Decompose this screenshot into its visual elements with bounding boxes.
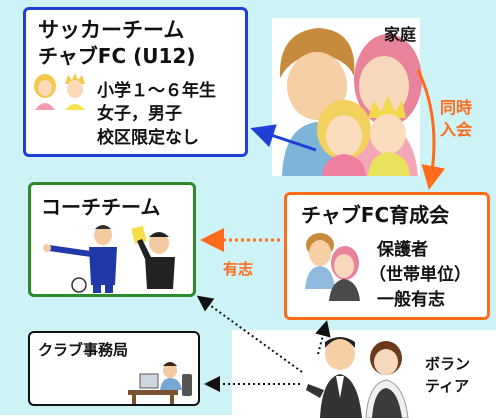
family-to-team-arrow (250, 124, 317, 152)
soccer-team-line3: 校区限定なし (97, 128, 199, 148)
parents-icon (305, 233, 360, 301)
volunteers-icon (306, 337, 409, 418)
boy-icon (65, 73, 85, 110)
volunteer-to-coach-arrow (196, 295, 303, 373)
volunteer-arrow-label: 有志 (223, 260, 254, 278)
family-area: 家庭 (272, 18, 422, 176)
coach-illustration-icon (43, 225, 175, 293)
office-worker-icon (128, 362, 192, 404)
family-illustration-icon (279, 28, 422, 176)
family-to-ikuseikai-arrow (416, 69, 446, 190)
girl-icon (34, 74, 56, 110)
join-label-line2: 入会 (440, 120, 473, 139)
family-label: 家庭 (384, 25, 417, 44)
volunteer-label-line2: ティア (425, 377, 470, 395)
soccer-team-line2: 女子，男子 (97, 104, 182, 124)
coach-team-title: コーチチーム (41, 195, 161, 219)
ikuseikai-line3: 一般有志 (377, 290, 445, 310)
ikuseikai-line2: （世帯単位） (369, 265, 471, 285)
ikuseikai-box: チャブFC育成会 保護者 （世帯単位） 一般有志 (284, 192, 490, 320)
join-label-line1: 同時 (440, 98, 473, 117)
club-office-box: クラブ事務局 (28, 331, 200, 406)
volunteer-label-line1: ボラン (425, 355, 471, 373)
club-office-title: クラブ事務局 (38, 341, 129, 359)
soccer-team-box: サッカーチーム チャブFC (U12) 小学１～６年生 女子，男子 校区限定なし (23, 7, 248, 157)
volunteer-to-ikuseikai-arrow (315, 320, 331, 355)
ikuseikai-title: チャブFC育成会 (301, 203, 450, 227)
soccer-team-line1: 小学１～６年生 (97, 81, 216, 101)
soccer-team-title-line2: チャブFC (U12) (38, 44, 196, 68)
coach-team-box: コーチチーム (28, 182, 196, 297)
soccer-team-title-line1: サッカーチーム (38, 18, 185, 42)
ikuseikai-line1: 保護者 (377, 240, 428, 260)
